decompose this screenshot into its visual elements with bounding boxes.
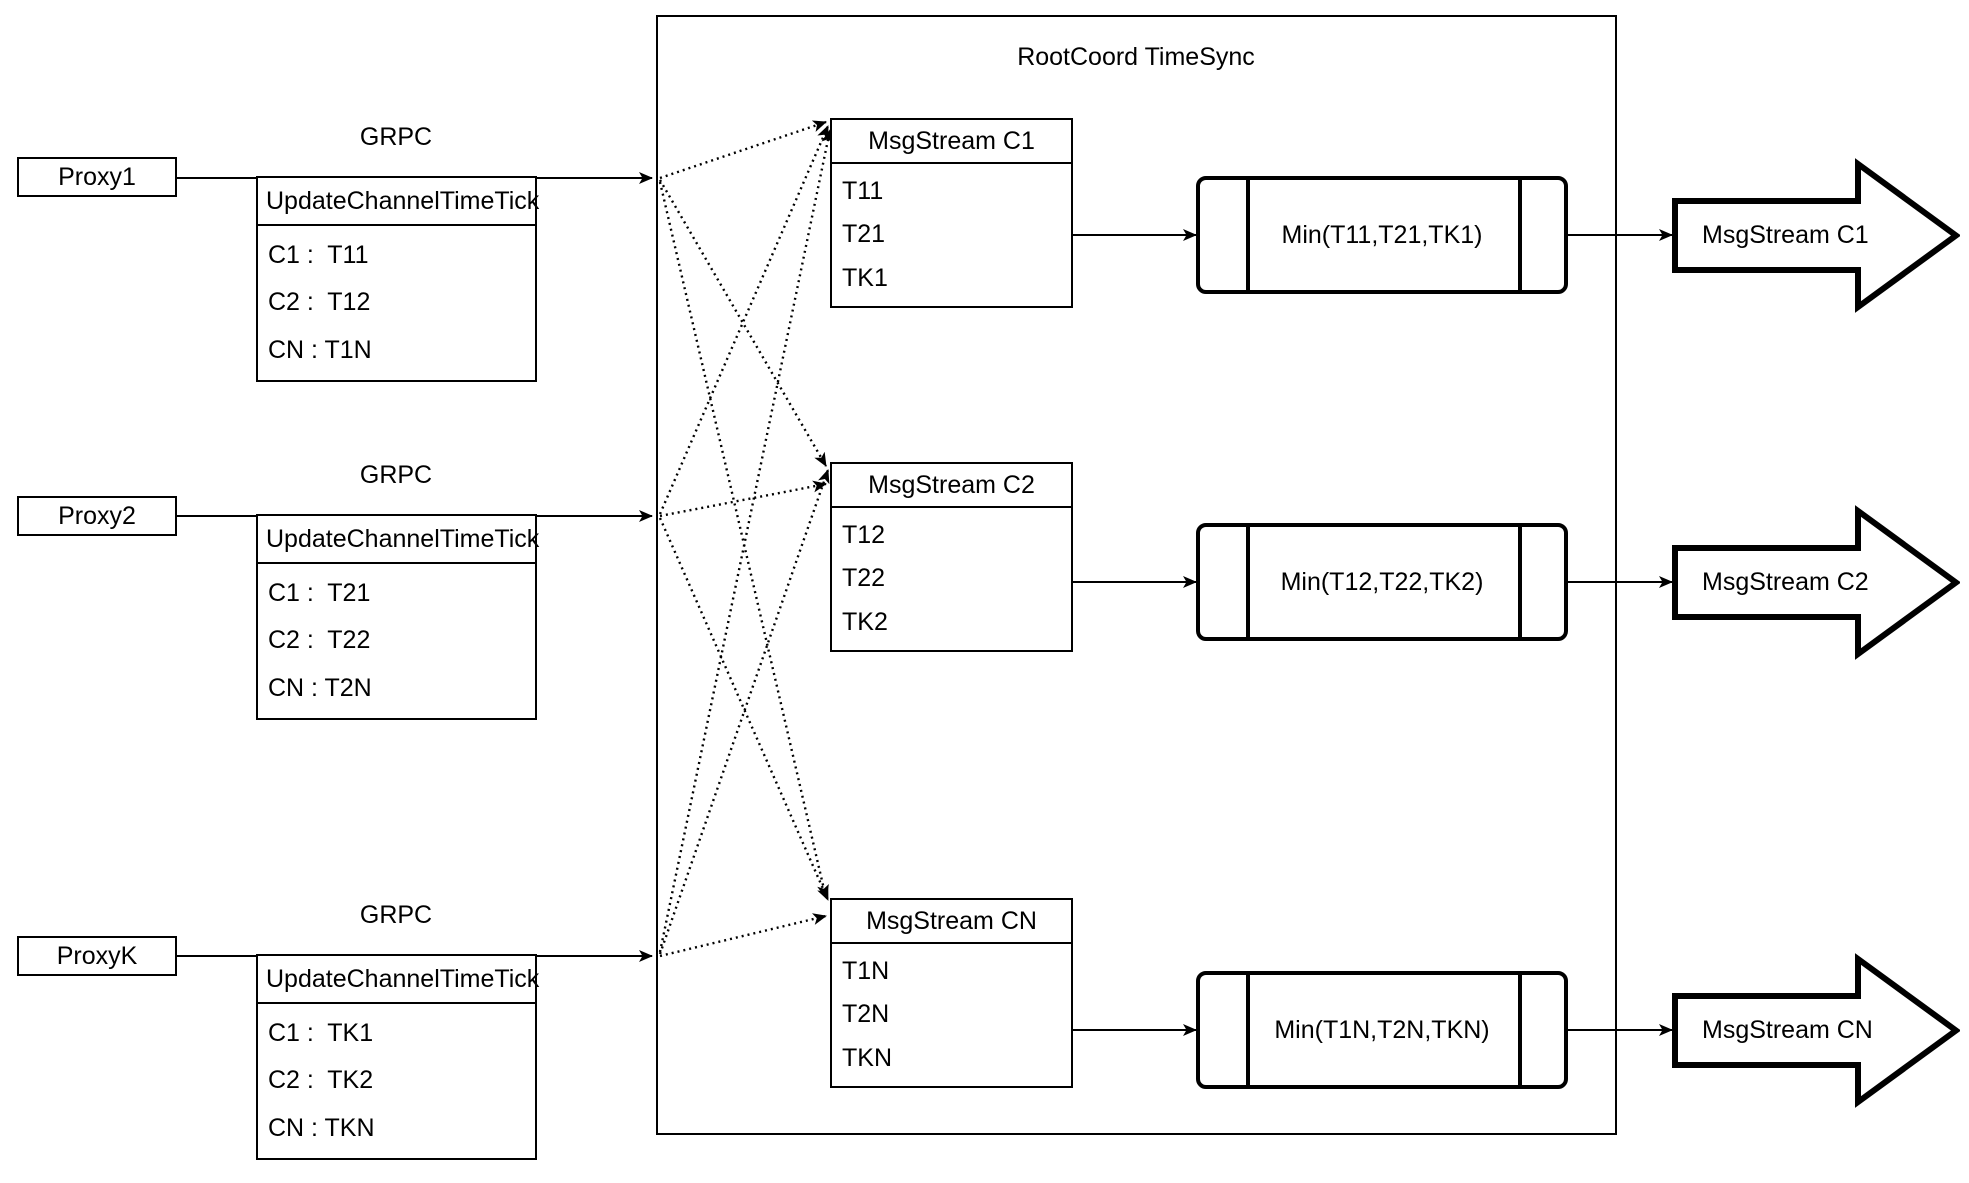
process-right-bar <box>1518 180 1522 290</box>
table-body: T11 T21 TK1 <box>832 164 1071 306</box>
table-cell: C1 : TK1 <box>268 1019 374 1048</box>
msgstream-table-2: MsgStream C2 T12 T22 TK2 <box>830 462 1073 652</box>
min-process-label: Min(T11,T21,TK1) <box>1281 220 1483 249</box>
table-cell: C1 : T21 <box>268 579 371 608</box>
table-cell: C2 : T22 <box>268 626 371 655</box>
table-header: UpdateChannelTimeTick <box>258 178 539 226</box>
rootcoord-timesync-title: RootCoord TimeSync <box>1017 43 1255 71</box>
output-stream-arrow-3: MsgStream CN <box>1672 953 1960 1108</box>
edge-label-grpc-3: GRPC <box>359 901 433 929</box>
table-body: T1N T2N TKN <box>832 944 1071 1086</box>
proxy-label: Proxy1 <box>58 162 136 191</box>
table-cell: CN : T2N <box>268 673 372 702</box>
edge-label-grpc-2: GRPC <box>359 461 433 489</box>
min-process-2: Min(T12,T22,TK2) <box>1196 523 1568 641</box>
table-body: T12 T22 TK2 <box>832 508 1071 650</box>
edge-label-grpc-1: GRPC <box>359 123 433 151</box>
process-right-bar <box>1518 527 1522 637</box>
proxy-label: ProxyK <box>56 941 138 970</box>
table-header: UpdateChannelTimeTick <box>258 516 539 564</box>
table-cell: T11 <box>842 177 884 206</box>
process-left-bar <box>1246 527 1250 637</box>
output-stream-label: MsgStream C2 <box>1702 568 1869 596</box>
process-left-bar <box>1246 975 1250 1085</box>
table-body: C1 : TK1 C2 : TK2 CN : TKN <box>258 1004 535 1158</box>
table-cell: T2N <box>842 1000 890 1029</box>
table-cell: TKN <box>842 1043 892 1072</box>
proxy-label: Proxy2 <box>58 501 136 530</box>
msgstream-table-3: MsgStream CN T1N T2N TKN <box>830 898 1073 1088</box>
table-header: UpdateChannelTimeTick <box>258 956 539 1004</box>
rootcoord-timesync-container <box>656 15 1617 1135</box>
process-left-bar <box>1246 180 1250 290</box>
table-body: C1 : T21 C2 : T22 CN : T2N <box>258 564 535 718</box>
table-header: MsgStream C2 <box>832 464 1071 508</box>
proxy-box-3[interactable]: ProxyK <box>17 936 177 976</box>
table-cell: T22 <box>842 564 886 593</box>
update-channel-timetick-table-2: UpdateChannelTimeTick C1 : T21 C2 : T22 … <box>256 514 539 720</box>
table-header: MsgStream C1 <box>832 120 1071 164</box>
output-stream-label: MsgStream CN <box>1702 1016 1873 1044</box>
output-stream-label: MsgStream C1 <box>1702 221 1869 249</box>
process-right-bar <box>1518 975 1522 1085</box>
output-stream-arrow-2: MsgStream C2 <box>1672 505 1960 660</box>
table-cell: T21 <box>842 220 886 249</box>
min-process-label: Min(T12,T22,TK2) <box>1280 567 1484 596</box>
update-channel-timetick-table-3: UpdateChannelTimeTick C1 : TK1 C2 : TK2 … <box>256 954 539 1160</box>
table-cell: T1N <box>842 957 890 986</box>
table-cell: C2 : TK2 <box>268 1066 374 1095</box>
min-process-3: Min(T1N,T2N,TKN) <box>1196 971 1568 1089</box>
min-process-label: Min(T1N,T2N,TKN) <box>1274 1015 1490 1044</box>
table-body: C1 : T11 C2 : T12 CN : T1N <box>258 226 535 380</box>
msgstream-table-1: MsgStream C1 T11 T21 TK1 <box>830 118 1073 308</box>
table-cell: C1 : T11 <box>268 241 369 270</box>
table-cell: TK1 <box>842 263 888 292</box>
table-cell: C2 : T12 <box>268 288 371 317</box>
table-cell: TK2 <box>842 607 888 636</box>
proxy-box-2[interactable]: Proxy2 <box>17 496 177 536</box>
min-process-1: Min(T11,T21,TK1) <box>1196 176 1568 294</box>
table-cell: T12 <box>842 521 886 550</box>
update-channel-timetick-table-1: UpdateChannelTimeTick C1 : T11 C2 : T12 … <box>256 176 539 382</box>
table-cell: CN : TKN <box>268 1113 375 1142</box>
table-cell: CN : T1N <box>268 335 372 364</box>
table-header: MsgStream CN <box>832 900 1071 944</box>
proxy-box-1[interactable]: Proxy1 <box>17 157 177 197</box>
output-stream-arrow-1: MsgStream C1 <box>1672 158 1960 313</box>
